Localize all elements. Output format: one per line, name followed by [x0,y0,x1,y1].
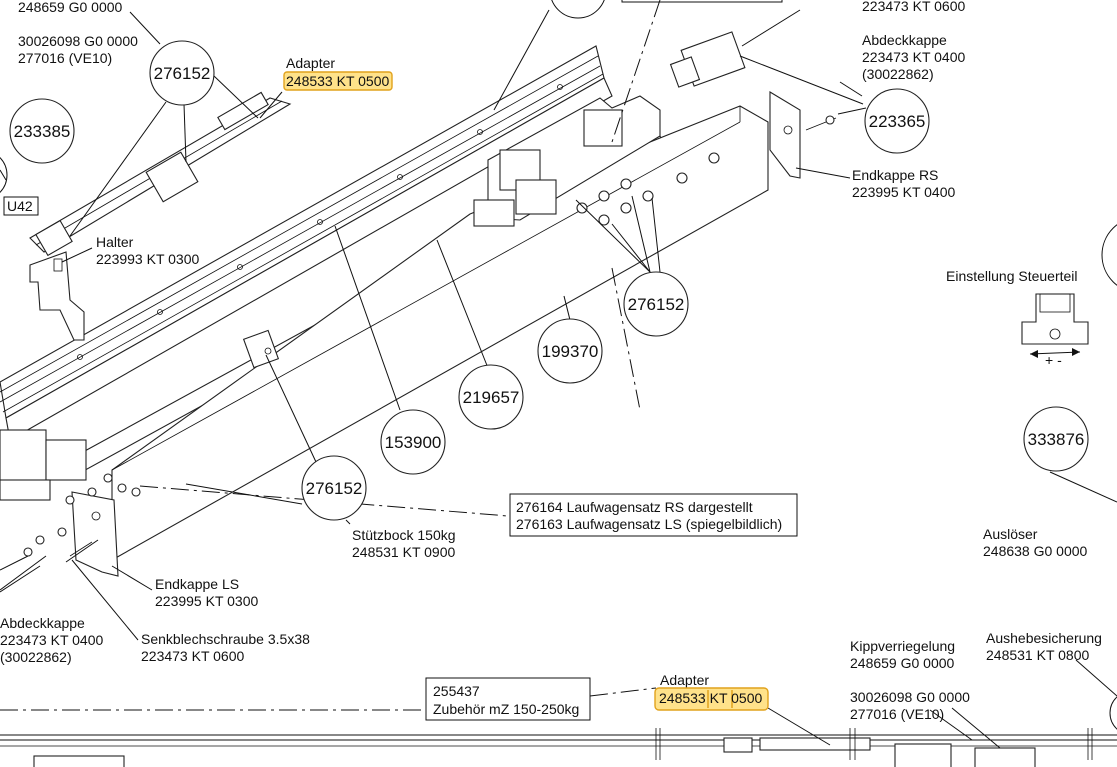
label-aushebe-title: Aushebesicherung [986,630,1102,646]
edge-circle-right [1101,224,1117,286]
edge-circle-top [551,0,605,19]
label-abdeckkappe-right-title: Abdeckkappe [862,32,947,48]
label-adapter-bottom-title: Adapter [660,672,709,688]
label-abdeckkappe-left-code: 223473 KT 0400 [0,632,103,648]
laufwagen-box [509,493,798,537]
label-bottom-code-2: 277016 (VE10) [850,706,944,722]
highlight-adapter-top [283,71,393,91]
carriage-screws [576,152,720,226]
part-bubble[interactable]: 223365 [864,88,930,154]
label-ausloeser-title: Auslöser [983,526,1038,542]
svg-text:233385: 233385 [14,122,71,141]
svg-text:333876: 333876 [1028,430,1085,449]
bottom-rail [0,728,1117,767]
label-u42: U42 [7,198,33,214]
label-kipp-title: Kippverriegelung [850,638,955,654]
label-bottom-code-1: 30026098 G0 0000 [850,689,970,705]
label-endkappe-rs-title: Endkappe RS [852,167,938,183]
label-endkappe-rs-code: 223995 KT 0400 [852,184,955,200]
carriage-right [473,95,661,227]
label-aushebe-code: 248531 KT 0800 [986,647,1089,663]
part-bubble[interactable]: 276152 [623,271,689,337]
part-bubble[interactable]: 233385 [9,98,75,164]
label-laufwagen-ls: 276163 Laufwagensatz LS (spiegelbildlich… [516,516,782,532]
label-adapter-bottom-code[interactable]: 248533 KT 0500 [659,690,762,706]
label-endkappe-ls-title: Endkappe LS [155,576,239,592]
endkappe-ls-part [71,491,119,577]
label-abdeckkappe-right-ref: (30022862) [862,66,934,82]
label-einstellung: Einstellung Steuerteil [946,268,1078,284]
label-halter-title: Halter [96,234,134,250]
label-top-left-2: 30026098 G0 0000 [18,33,138,49]
part-bubble[interactable]: 333876 [1023,406,1089,472]
zubehoer-box [425,677,591,721]
left-screws [23,473,141,563]
top-right-part [669,31,746,88]
label-stuetzbock-title: Stützbock 150kg [352,527,456,543]
label-ausloeser-code: 248638 G0 0000 [983,543,1088,559]
stuetzbock-part [242,329,280,369]
label-abdeckkappe-right-code: 223473 KT 0400 [862,49,965,65]
label-zubehoer-code: 255437 [433,683,480,699]
label-kipp-code: 248659 G0 0000 [850,655,955,671]
u42-box [3,196,39,216]
einstellung-drawing [1021,293,1089,358]
leader-lines [0,9,1117,749]
svg-text:276152: 276152 [628,295,685,314]
part-bubble[interactable]: 276152 [301,455,367,521]
upper-adapter-rail [29,91,292,257]
label-adapter-top-code[interactable]: 248533 KT 0500 [286,73,389,89]
label-halter-code: 223993 KT 0300 [96,251,199,267]
label-stuetzbock-code: 248531 KT 0900 [352,544,455,560]
label-plus-minus: + - [1045,352,1062,368]
svg-text:223365: 223365 [869,112,926,131]
part-bubble[interactable]: 219657 [458,364,524,430]
label-top-left-3: 277016 (VE10) [18,50,112,66]
svg-text:199370: 199370 [542,342,599,361]
label-abdeckkappe-left-title: Abdeckkappe [0,615,85,631]
top-edge-box [621,0,783,3]
edge-circle-left [0,156,8,194]
endkappe-rs-part [769,91,837,179]
label-endkappe-ls-code: 223995 KT 0300 [155,593,258,609]
svg-text:276152: 276152 [154,64,211,83]
carriage-left [0,429,87,501]
highlight-adapter-bottom [654,687,769,711]
svg-text:219657: 219657 [463,388,520,407]
label-senkblech-title: Senkblechschraube 3.5x38 [141,631,310,647]
halter-bracket [29,251,85,341]
label-senkblech-code: 223473 KT 0600 [141,648,244,664]
label-top-right-code: 223473 KT 0600 [862,0,965,14]
part-bubble[interactable]: 276152 [149,40,215,106]
center-lines [0,0,661,711]
label-top-left-1: 248659 G0 0000 [18,0,123,15]
rail-holes [77,84,563,360]
part-bubble[interactable]: 199370 [537,318,603,384]
part-bubble[interactable]: 153900 [380,409,446,475]
label-adapter-top-title: Adapter [286,55,335,71]
svg-text:276152: 276152 [306,479,363,498]
label-abdeckkappe-left-ref: (30022862) [0,649,72,665]
svg-text:153900: 153900 [385,433,442,452]
edge-circle-bottom [1109,696,1117,730]
label-zubehoer-text: Zubehör mZ 150-250kg [433,701,579,717]
label-laufwagen-rs: 276164 Laufwagensatz RS dargestellt [516,499,753,515]
